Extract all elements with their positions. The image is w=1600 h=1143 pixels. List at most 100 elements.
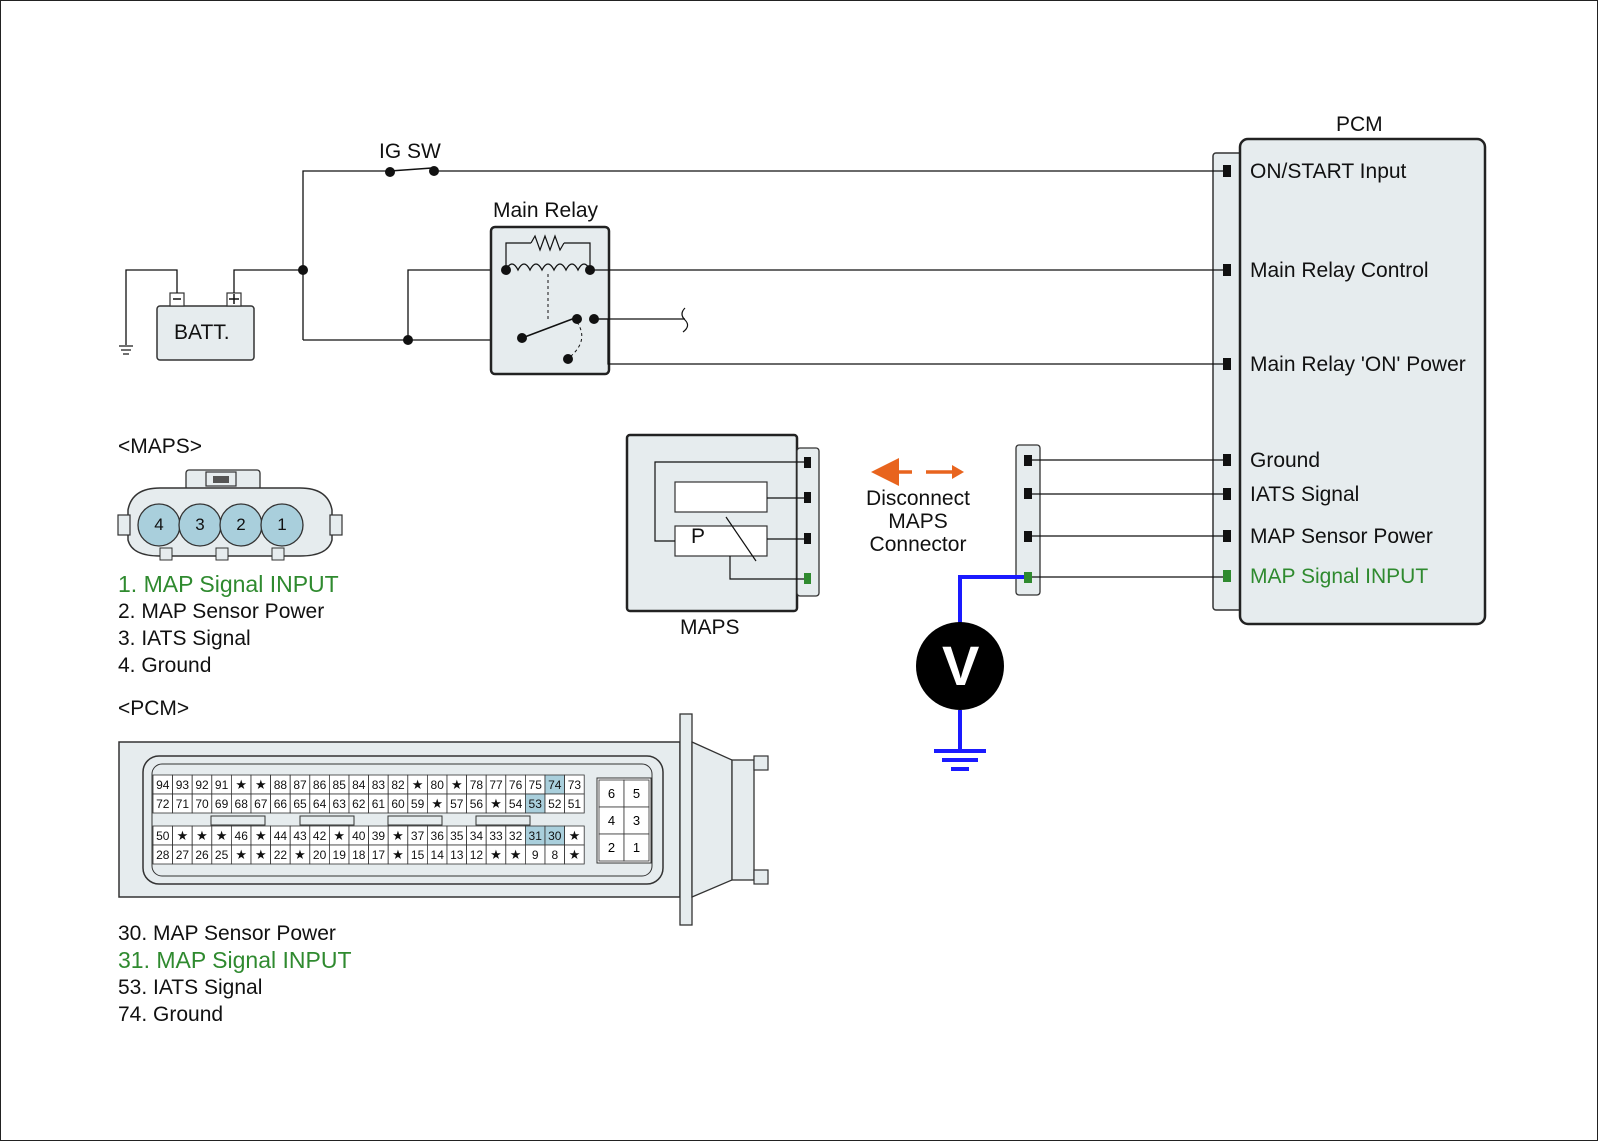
pcm-pin-label: 46 — [235, 829, 249, 843]
pcm-pin-label: 26 — [195, 848, 209, 862]
maps-connector-header: <MAPS> — [118, 435, 203, 458]
pcm-pin-label: ★ — [235, 777, 247, 792]
pcm-pin-label: 50 — [156, 829, 170, 843]
pcm-pin-map-signal — [1223, 570, 1231, 582]
pcm-pin-label: 61 — [372, 797, 386, 811]
pcm-pin-label: ★ — [490, 847, 502, 862]
pcm-pin-label: 51 — [568, 797, 582, 811]
pcm-small-pin-label: 3 — [633, 813, 640, 828]
pcm-legend: 30. MAP Sensor Power 31. MAP Signal INPU… — [118, 920, 352, 1028]
pcm-small-pin-label: 4 — [608, 813, 615, 828]
pcm-pin-label: 13 — [450, 848, 464, 862]
probe-wire — [958, 575, 1024, 630]
maps-legend-item: 1. MAP Signal INPUT — [118, 571, 339, 597]
maps-pin-4: 4 — [154, 515, 164, 534]
pcm-pin-label: 52 — [548, 797, 562, 811]
pcm-pin-label: 12 — [470, 848, 484, 862]
pcm-pin-label: 82 — [391, 778, 405, 792]
pcm-pin-label: 75 — [529, 778, 543, 792]
pcm-pin-label: ★ — [451, 777, 463, 792]
main-relay-label: Main Relay — [493, 199, 599, 222]
pcm-pin-label: 9 — [532, 848, 539, 862]
pcm-pin-main-relay-on-power — [1223, 358, 1231, 370]
pcm-small-pin-label: 1 — [633, 840, 640, 855]
pcm-terminal-iats: IATS Signal — [1250, 483, 1360, 506]
pcm-pin-ground — [1223, 454, 1231, 466]
pcm-pin-cell — [564, 844, 585, 865]
pcm-pin-label: 43 — [293, 829, 307, 843]
pcm-pin-label: ★ — [255, 777, 267, 792]
pcm-pin-label: 30 — [548, 829, 562, 843]
pcm-terminal-on-start: ON/START Input — [1250, 160, 1407, 183]
pcm-pin-label: 87 — [293, 778, 307, 792]
pcm-pin-label: 77 — [489, 778, 503, 792]
maps-legend: 1. MAP Signal INPUT 2. MAP Sensor Power … — [118, 571, 339, 679]
pcm-pin-label: 65 — [293, 797, 307, 811]
pcm-pin-label: 53 — [529, 797, 543, 811]
pcm-pin-label: 69 — [215, 797, 229, 811]
pcm-pin-on-start — [1223, 165, 1231, 177]
pcm-pin-label: ★ — [255, 847, 267, 862]
pcm-pin-label: 94 — [156, 778, 170, 792]
maps-legend-item: 4. Ground — [118, 654, 212, 677]
pcm-pin-label: 39 — [372, 829, 386, 843]
pcm-box — [1238, 137, 1487, 626]
pcm-small-pin-label: 2 — [608, 840, 615, 855]
pcm-pin-label: 8 — [551, 848, 558, 862]
pcm-pin-label: 67 — [254, 797, 268, 811]
pcm-pin-map-power — [1223, 530, 1231, 542]
pcm-pin-label: 25 — [215, 848, 229, 862]
pcm-pin-label: ★ — [569, 828, 581, 843]
pcm-pin-label: 66 — [274, 797, 288, 811]
maps-connector-face — [117, 469, 343, 561]
pcm-pin-label: 63 — [333, 797, 347, 811]
pcm-pin-label: ★ — [431, 796, 443, 811]
maps-legend-item: 2. MAP Sensor Power — [118, 600, 325, 623]
pcm-pin-label: 36 — [431, 829, 445, 843]
pcm-pin-label: ★ — [255, 828, 267, 843]
relay-resistor — [530, 234, 565, 252]
pcm-pin-label: 18 — [352, 848, 366, 862]
pcm-pin-label: ★ — [294, 847, 306, 862]
pcm-terminal-map-power: MAP Sensor Power — [1250, 525, 1433, 548]
pcm-pin-label: 68 — [235, 797, 249, 811]
maps-sensor-label: MAPS — [680, 616, 740, 639]
pcm-pin-cell — [564, 793, 585, 814]
battery-label: BATT. — [174, 321, 230, 344]
battery-neg-wire — [125, 269, 178, 345]
voltmeter-label: V — [942, 634, 980, 697]
pcm-pin-label: 34 — [470, 829, 484, 843]
voltmeter — [916, 622, 1004, 710]
pcm-pin-label: 83 — [372, 778, 386, 792]
pcm-pin-label: 64 — [313, 797, 327, 811]
pcm-pin-label: 33 — [489, 829, 503, 843]
ig-sw-contact-left — [385, 167, 395, 177]
pcm-pin-label: 19 — [333, 848, 347, 862]
maps-pin-1-shape — [260, 503, 304, 547]
pcm-small-pin-cell — [598, 806, 625, 835]
pcm-pin-label: 62 — [352, 797, 366, 811]
pcm-pin-label: 60 — [391, 797, 405, 811]
pcm-label: PCM — [1336, 113, 1383, 136]
pcm-pin-label: 44 — [274, 829, 288, 843]
pcm-pin-label: 70 — [195, 797, 209, 811]
battery-body — [156, 305, 255, 361]
pcm-legend-item: 30. MAP Sensor Power — [118, 922, 336, 945]
pcm-small-pin-cell — [623, 833, 650, 862]
pcm-pin-label: 54 — [509, 797, 523, 811]
maps-legend-item: 3. IATS Signal — [118, 627, 251, 650]
pcm-pin-label: 40 — [352, 829, 366, 843]
pcm-pin-label: ★ — [510, 847, 522, 862]
ig-sw-wire — [302, 170, 390, 340]
pcm-pin-label: ★ — [216, 828, 228, 843]
maps-pin-2: 2 — [236, 515, 246, 534]
pcm-pin-label: 20 — [313, 848, 327, 862]
battery-pos-wire — [233, 269, 303, 293]
pcm-small-pin-cell — [598, 833, 625, 862]
pcm-pin-label: ★ — [490, 796, 502, 811]
pcm-terminal-main-relay-on-power: Main Relay 'ON' Power — [1250, 353, 1466, 376]
pcm-pin-label: 59 — [411, 797, 425, 811]
pcm-pin-label: 88 — [274, 778, 288, 792]
pcm-pin-label: 93 — [176, 778, 190, 792]
pcm-pin-label: 57 — [450, 797, 464, 811]
